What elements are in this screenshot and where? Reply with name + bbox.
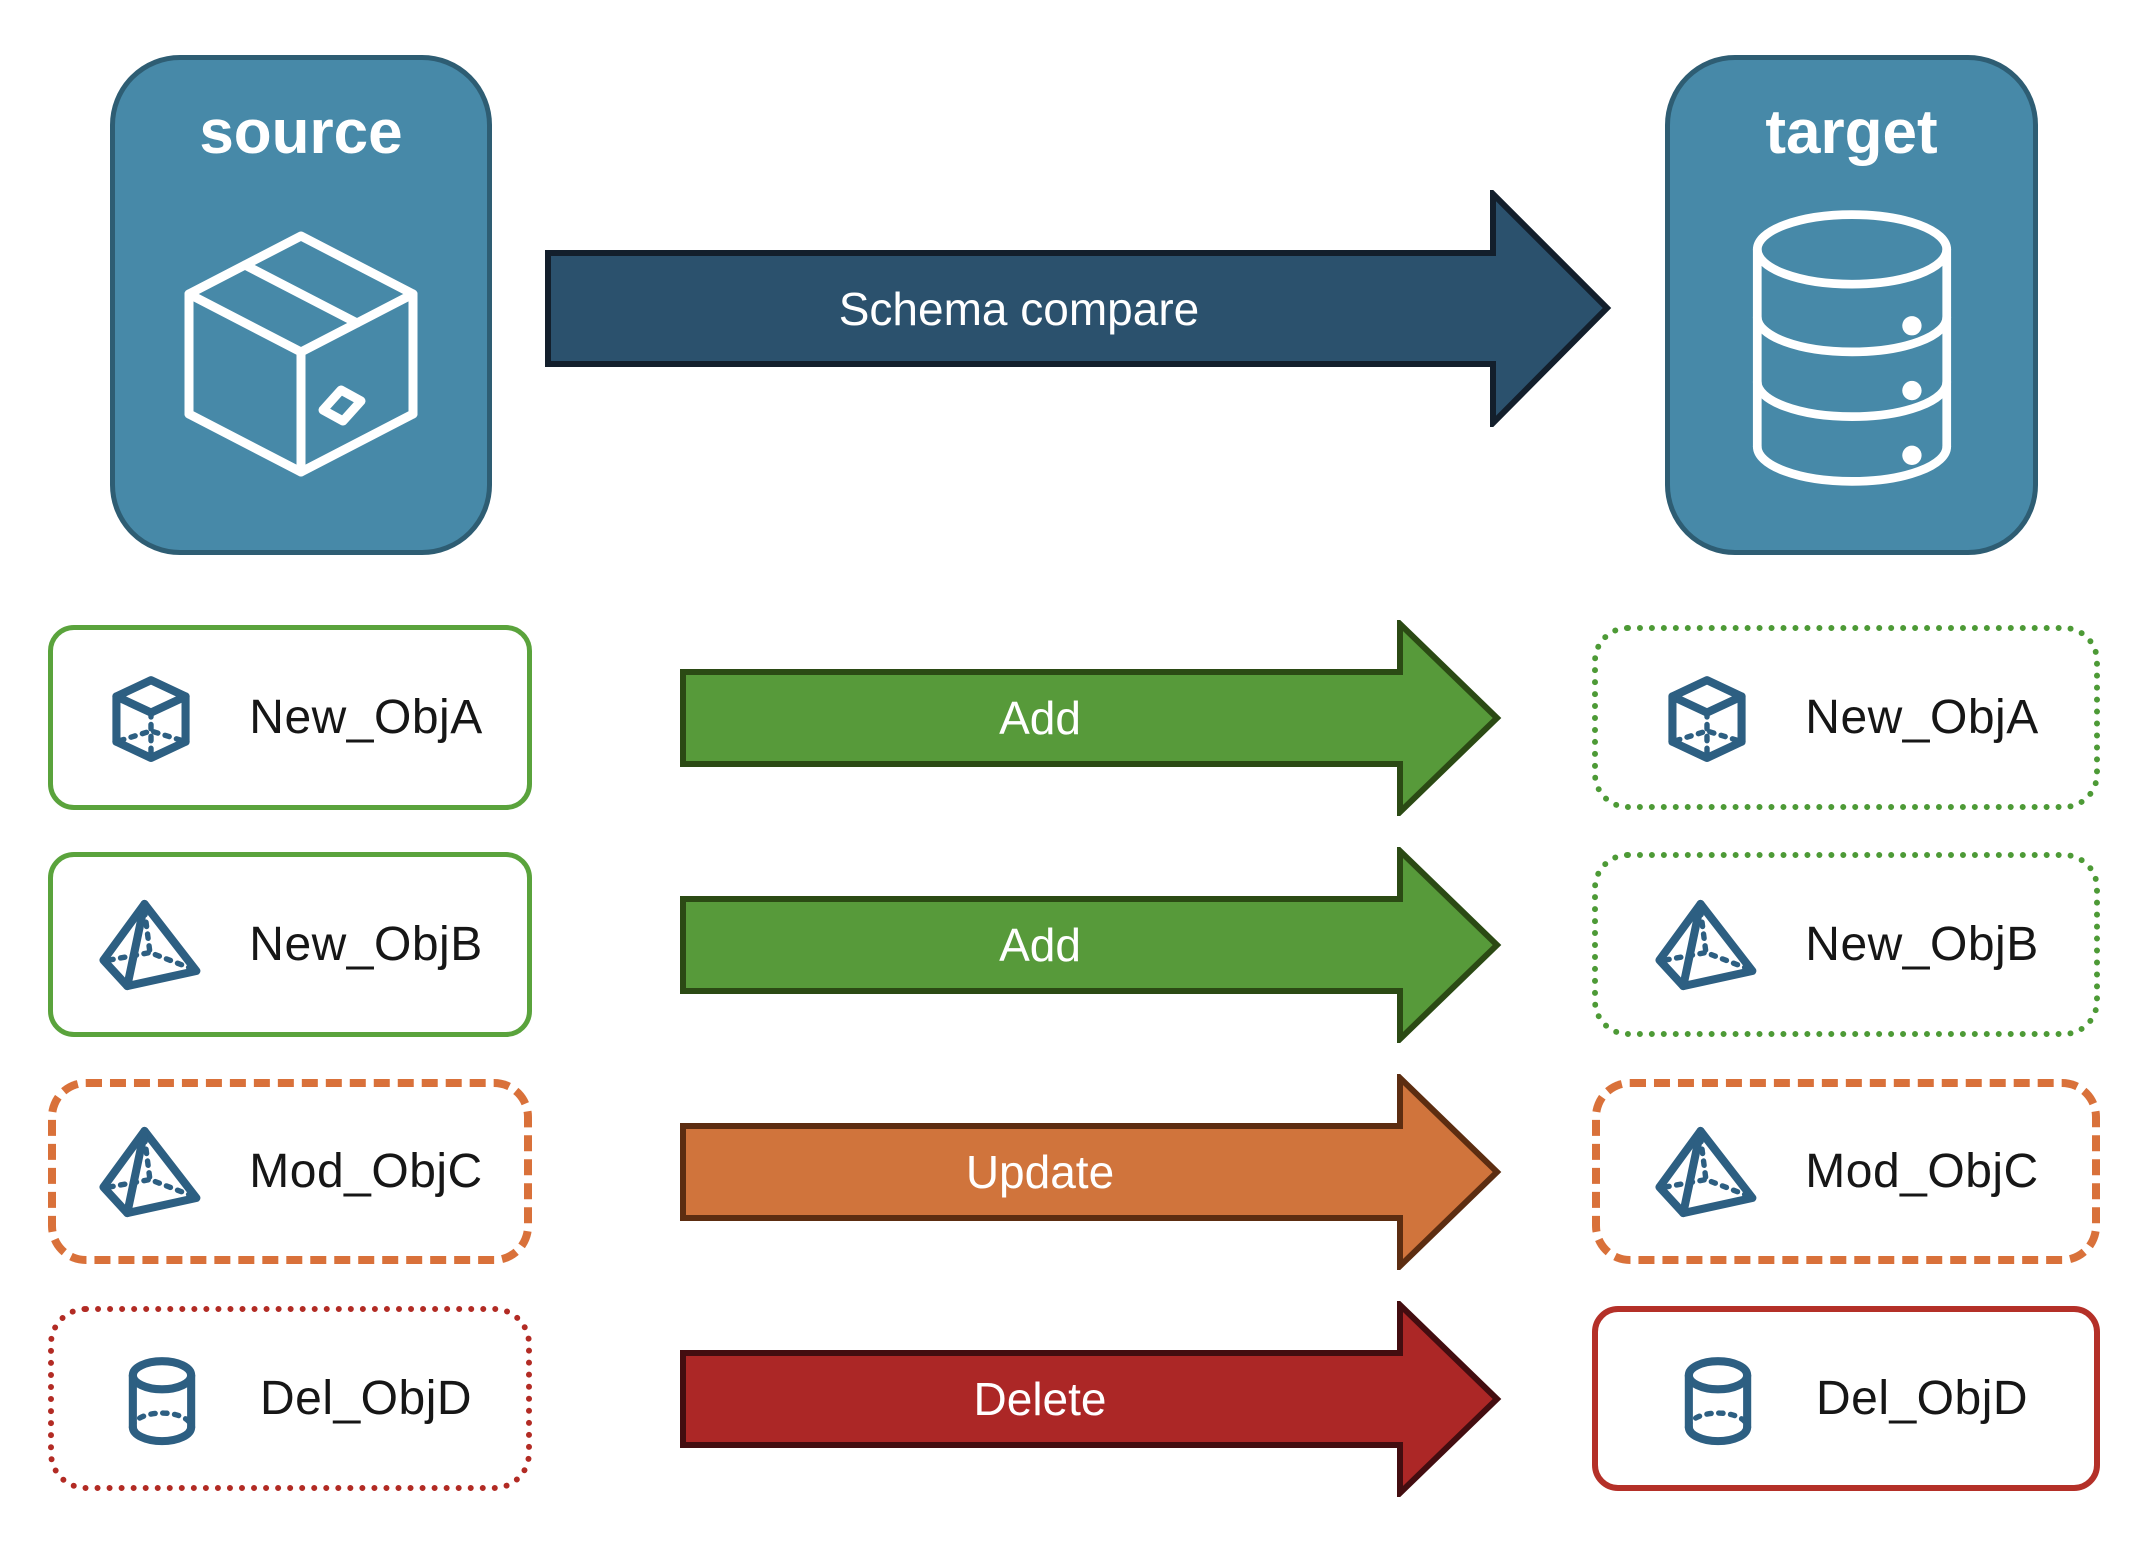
pyramid-icon [97,1118,205,1226]
update-arrow: Update [680,1074,1502,1270]
target-object-new-obja: New_ObjA [1592,625,2100,810]
add-arrow-row2: Add [680,847,1502,1043]
source-object-new-obja: New_ObjA [48,625,532,810]
object-label: Del_ObjD [1815,1372,2029,1425]
cube-icon [1653,664,1761,772]
object-label: New_ObjA [1805,691,2039,744]
object-label: New_ObjB [1805,918,2039,971]
delete-arrow: Delete [680,1301,1502,1497]
source-panel: source [110,55,492,555]
source-object-new-objb: New_ObjB [48,852,532,1037]
source-panel-title: source [199,98,403,167]
source-object-del-objd: Del_ObjD [48,1306,532,1491]
update-arrow-label: Update [965,1146,1115,1198]
schema-compare-arrow-label: Schema compare [838,282,1200,335]
cube-icon [97,664,205,772]
pyramid-icon [1653,891,1761,999]
package-icon [161,164,441,532]
pyramid-icon [1653,1118,1761,1226]
schema-compare-arrow: Schema compare [545,186,1612,431]
cylinder-icon [108,1345,216,1453]
target-panel-title: target [1765,98,1938,167]
object-label: Mod_ObjC [1805,1145,2039,1198]
add-arrow-label: Add [999,919,1081,971]
target-object-mod-objc: Mod_ObjC [1592,1079,2100,1264]
cylinder-icon [1664,1345,1772,1453]
object-label: New_ObjA [249,691,483,744]
target-object-new-objb: New_ObjB [1592,852,2100,1037]
target-panel: target [1665,55,2038,555]
source-object-mod-objc: Mod_ObjC [48,1079,532,1264]
delete-arrow-label: Delete [973,1373,1107,1425]
database-icon [1734,164,1970,532]
target-object-del-objd: Del_ObjD [1592,1306,2100,1491]
object-label: Del_ObjD [259,1372,473,1425]
add-arrow-row1: Add [680,620,1502,816]
add-arrow-label: Add [999,692,1081,744]
object-label: Mod_ObjC [249,1145,483,1198]
pyramid-icon [97,891,205,999]
object-label: New_ObjB [249,918,483,971]
